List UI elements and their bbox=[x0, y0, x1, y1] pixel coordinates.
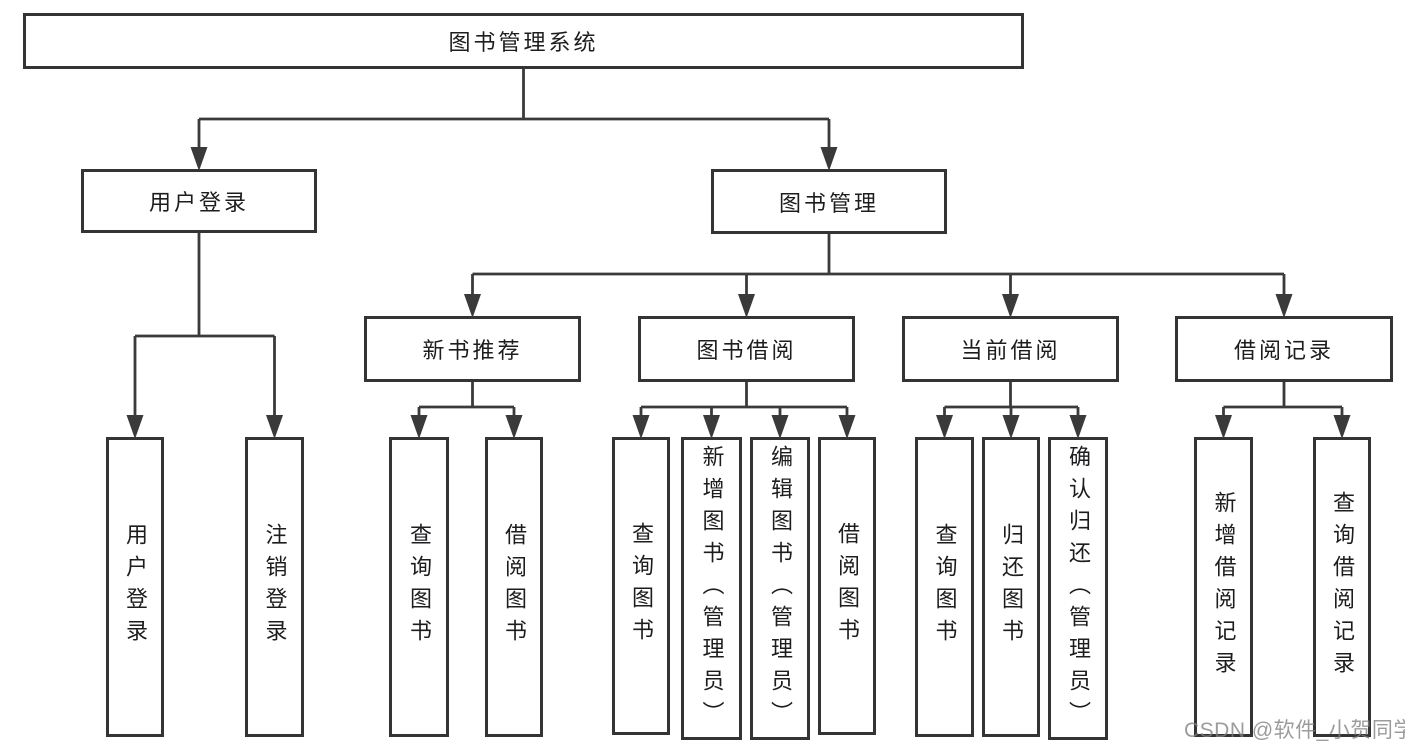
node-label-leaf-nbr-borrow: 借阅图书 bbox=[502, 523, 527, 651]
node-leaf-br-query: 查询借阅记录 bbox=[1313, 437, 1371, 737]
node-label-leaf-br-query: 查询借阅记录 bbox=[1330, 491, 1355, 683]
node-leaf-nbr-borrow: 借阅图书 bbox=[485, 437, 543, 737]
node-label-leaf-br-add: 新增借阅记录 bbox=[1211, 491, 1237, 683]
node-label-leaf-user-login: 用户登录 bbox=[123, 523, 148, 651]
node-root: 图书管理系统 bbox=[23, 13, 1024, 69]
node-label-leaf-bb-query: 查询图书 bbox=[629, 522, 654, 650]
csdn-watermark: CSDN @软件_小贺同学 bbox=[1184, 719, 1405, 742]
node-label-user-login: 用户登录 bbox=[148, 190, 249, 215]
node-leaf-user-login: 用户登录 bbox=[106, 437, 164, 737]
node-leaf-nbr-query: 查询图书 bbox=[389, 437, 449, 737]
node-leaf-cb-confirm: 确认归还（管理员） bbox=[1048, 437, 1108, 740]
node-label-leaf-bb-add: 新增图书（管理员） bbox=[699, 444, 725, 733]
node-label-leaf-bb-borrow: 借阅图书 bbox=[835, 522, 860, 650]
node-label-book-borrow: 图书借阅 bbox=[696, 338, 797, 363]
node-leaf-br-add: 新增借阅记录 bbox=[1194, 437, 1253, 737]
node-label-leaf-cb-query: 查询图书 bbox=[932, 523, 958, 651]
node-label-leaf-bb-edit: 编辑图书（管理员） bbox=[768, 444, 793, 733]
node-leaf-cb-return: 归还图书 bbox=[982, 437, 1040, 737]
node-label-leaf-nbr-query: 查询图书 bbox=[407, 523, 432, 651]
node-label-new-book-rec: 新书推荐 bbox=[422, 338, 523, 363]
node-leaf-cb-query: 查询图书 bbox=[915, 437, 974, 737]
node-user-login: 用户登录 bbox=[81, 169, 317, 233]
node-leaf-bb-query: 查询图书 bbox=[612, 437, 670, 735]
node-book-borrow: 图书借阅 bbox=[638, 316, 855, 382]
node-label-leaf-logout: 注销登录 bbox=[262, 523, 288, 651]
node-label-leaf-cb-confirm: 确认归还（管理员） bbox=[1066, 444, 1091, 733]
node-leaf-bb-edit: 编辑图书（管理员） bbox=[750, 437, 810, 740]
node-book-mgmt: 图书管理 bbox=[711, 169, 947, 234]
node-current-borrow: 当前借阅 bbox=[902, 316, 1119, 382]
node-new-book-rec: 新书推荐 bbox=[364, 316, 581, 382]
node-label-borrow-record: 借阅记录 bbox=[1233, 338, 1334, 363]
node-leaf-bb-add: 新增图书（管理员） bbox=[681, 437, 742, 740]
node-label-root: 图书管理系统 bbox=[448, 30, 599, 55]
node-leaf-logout: 注销登录 bbox=[245, 437, 304, 737]
node-borrow-record: 借阅记录 bbox=[1175, 316, 1393, 382]
node-leaf-bb-borrow: 借阅图书 bbox=[818, 437, 876, 735]
node-label-book-mgmt: 图书管理 bbox=[778, 190, 879, 216]
node-label-current-borrow: 当前借阅 bbox=[960, 338, 1061, 363]
node-label-leaf-cb-return: 归还图书 bbox=[999, 523, 1024, 651]
